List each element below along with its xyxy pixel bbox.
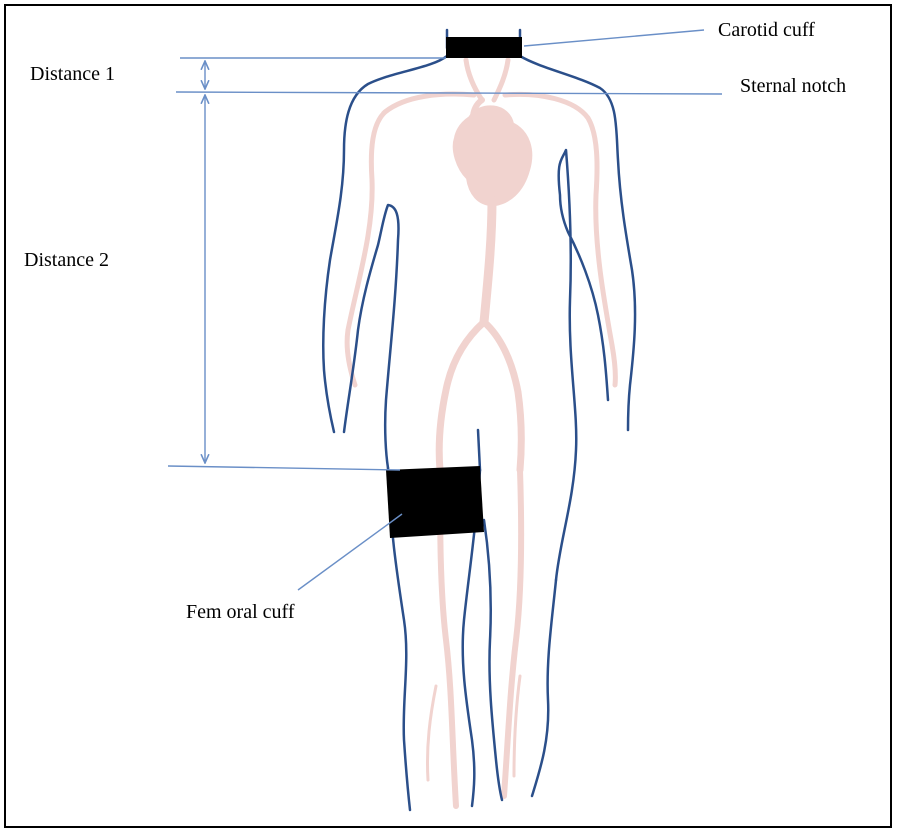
distance-1-label: Distance 1: [30, 63, 115, 85]
distance-2-label: Distance 2: [24, 249, 109, 271]
femoral-cuff-label: Fem oral cuff: [186, 601, 295, 623]
femoral-cuff: [386, 466, 484, 538]
carotid-cuff: [446, 37, 522, 58]
sternal-notch-label: Sternal notch: [740, 75, 846, 97]
carotid-cuff-label: Carotid cuff: [718, 19, 815, 41]
